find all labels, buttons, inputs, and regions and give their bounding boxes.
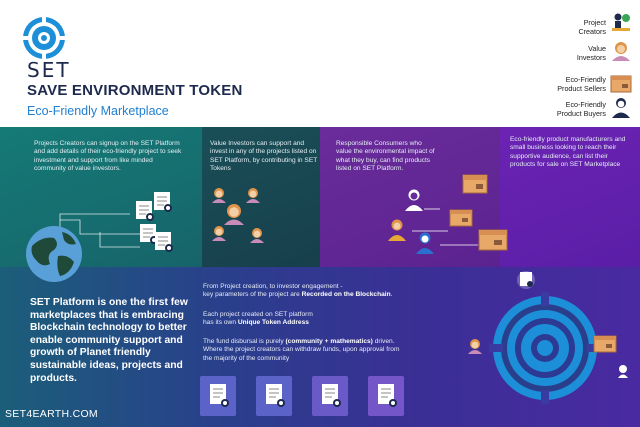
text-line: has its own: [203, 319, 238, 327]
top-illustration: [59, 174, 508, 254]
legend-line: Product Buyers: [556, 109, 606, 118]
text-line: driven.: [372, 338, 395, 345]
text-line: key parameters of the project are: [203, 291, 302, 299]
legend-product-sellers: Eco-Friendly Product Sellers: [557, 75, 606, 93]
text-line: Where the project creators can withdraw …: [203, 346, 400, 354]
legend-line: Investors: [576, 53, 606, 62]
platform-statement: SET Platform is one the first few market…: [30, 297, 188, 384]
consumers-description: Responsible Consumers who value the envi…: [336, 140, 435, 173]
fund-disbursal-text: The fund disbursal is purely (community …: [203, 338, 458, 363]
page-subtitle: Eco-Friendly Marketplace: [27, 104, 169, 118]
text-line: The fund disbursal is purely: [203, 338, 286, 345]
logo-text: SET: [27, 58, 71, 82]
header: SET SAVE ENVIRONMENT TOKEN Eco-Friendly …: [0, 0, 640, 127]
legend-line: Eco-Friendly: [565, 100, 606, 109]
investor-avatars: [212, 188, 264, 243]
sellers-description: Eco-friendly product manufacturers and s…: [510, 136, 626, 169]
investor-icon: [612, 42, 630, 61]
panel-product-sellers: [500, 127, 640, 267]
legend-line: Creators: [578, 27, 606, 36]
text-bold: (community + mathematics): [285, 338, 373, 345]
creators-description: Projects Creators can signup on the SET …: [34, 140, 182, 173]
legend-line: Value: [588, 44, 606, 53]
blockchain-wheel-icon: [468, 271, 628, 404]
text-line: the majority of the community: [203, 354, 290, 362]
token-document-tiles: [200, 376, 404, 416]
text-bold: Unique Token Address: [237, 319, 309, 327]
text-bold: Recorded on the Blockchain: [301, 291, 391, 299]
page-title: SAVE ENVIRONMENT TOKEN: [27, 82, 243, 99]
investors-description: Value Investors can support and invest i…: [210, 140, 318, 173]
project-document-icons: [136, 192, 173, 252]
globe-icon: [26, 226, 82, 282]
token-address-text: Each project created on SET platform has…: [203, 311, 458, 328]
legend-line: Project: [583, 18, 606, 27]
legend-value-investors: Value Investors: [577, 44, 606, 62]
buyer-icon: [612, 98, 630, 118]
project-creator-icon: [612, 13, 630, 31]
legend-project-creators: Project Creators: [578, 18, 606, 36]
text-line: From Project creation, to investor engag…: [203, 283, 343, 290]
text-line: .: [390, 291, 393, 299]
consumer-avatars: [388, 189, 478, 254]
legend-product-buyers: Eco-Friendly Product Buyers: [557, 100, 606, 118]
site-url[interactable]: SET4EARTH.COM: [5, 408, 98, 420]
set-logo-icon: [23, 17, 65, 59]
product-boxes: [449, 174, 508, 251]
text-line: Each project created on SET platform: [203, 311, 313, 318]
blockchain-record-text: From Project creation, to investor engag…: [203, 283, 458, 300]
legend-line: Product Sellers: [557, 84, 606, 93]
legend-line: Eco-Friendly: [565, 75, 606, 84]
product-box-icon: [610, 75, 632, 93]
